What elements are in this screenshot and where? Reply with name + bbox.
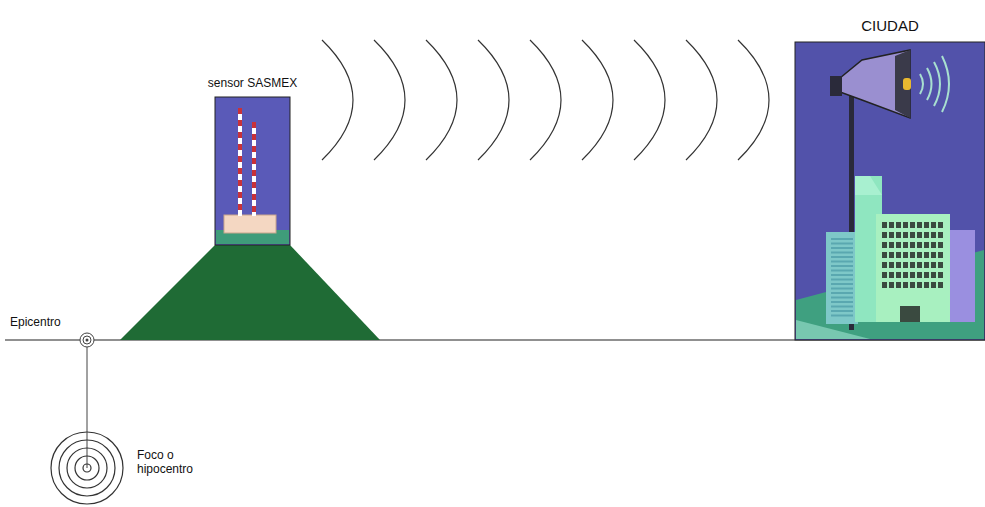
epicentre-label: Epicentro [10,315,90,329]
sensor-station [215,97,290,245]
box-heading: CIUDAD [861,17,919,35]
sensor-box: sensor SASMEX [215,97,290,245]
radio-waves [322,40,769,160]
city-box: CIUDAD [795,42,985,340]
focus-rings [51,432,123,504]
box-heading: sensor SASMEX [208,76,297,91]
focus-label: Foco o hipocentro [137,448,209,476]
hill [120,245,380,340]
city-scene [795,42,985,340]
